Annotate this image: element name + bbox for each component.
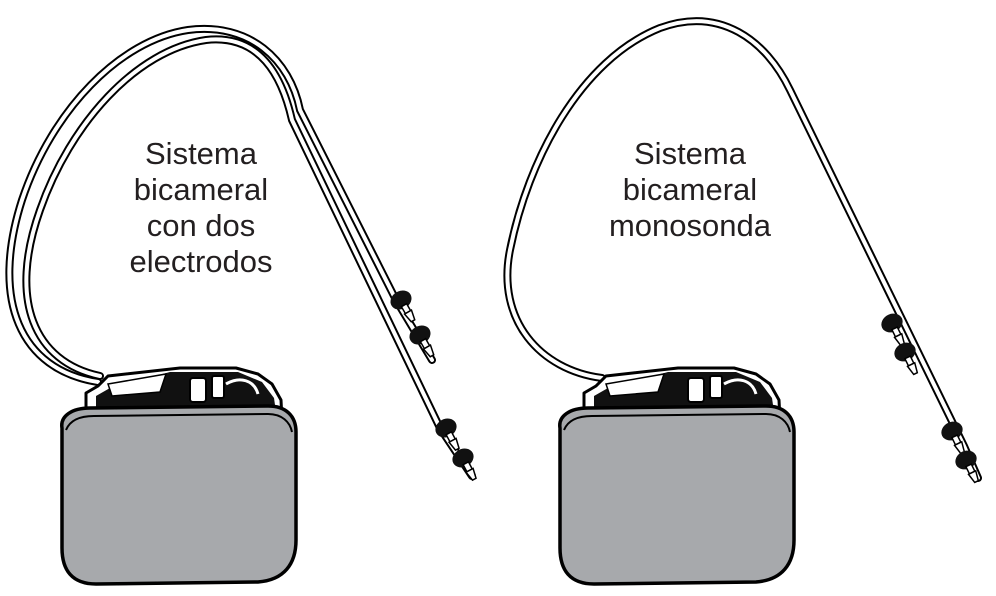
right-caption-line-2: bicameral <box>622 172 758 207</box>
left-pacemaker <box>5 24 485 586</box>
left-pacemaker-can <box>60 366 298 586</box>
left-caption: Sistema bicameral con dos electrodos <box>96 136 306 280</box>
right-lead <box>503 17 988 488</box>
right-caption-line-1: Sistema <box>634 136 746 171</box>
right-caption-line-3: monosonda <box>608 208 771 243</box>
left-caption-line-4: electrodos <box>129 244 273 279</box>
left-caption-line-3: con dos <box>146 208 256 243</box>
left-leads <box>5 24 485 486</box>
right-pacemaker-can <box>558 366 796 586</box>
right-pacemaker <box>503 17 988 586</box>
left-caption-line-1: Sistema <box>145 136 257 171</box>
right-caption: Sistema bicameral monosonda <box>585 136 795 244</box>
left-caption-line-2: bicameral <box>133 172 269 207</box>
